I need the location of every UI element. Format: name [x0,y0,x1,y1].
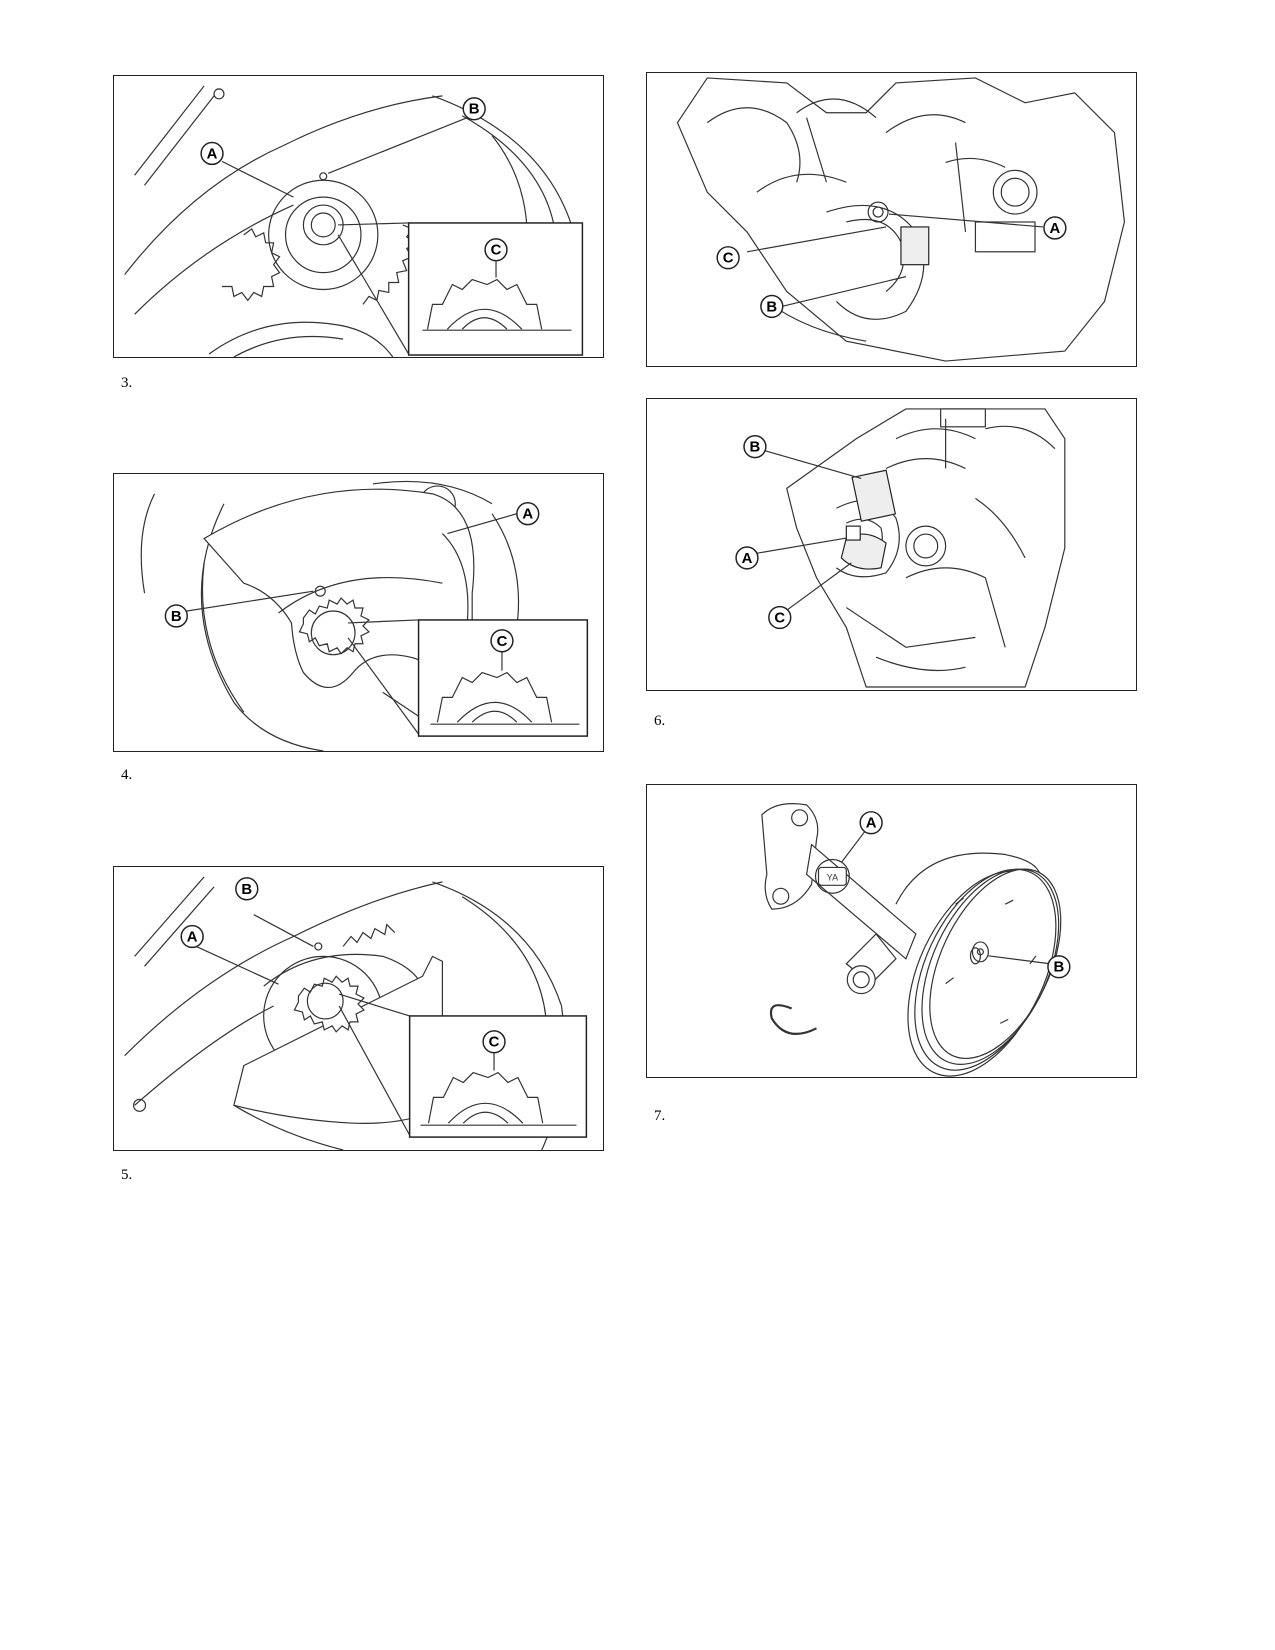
callout-a: A [1050,221,1061,237]
callout-b: B [766,299,777,315]
callout-b: B [241,882,252,898]
callout-a: A [522,507,533,523]
figure-7-caption: 7. [654,1108,666,1124]
crankcase-tool-illustration-1: A B C [676,77,1126,362]
callout-c: C [497,634,508,650]
callout-c: C [723,251,734,267]
callout-a: A [207,146,218,162]
callout-b: B [750,440,761,456]
svg-text:YA: YA [827,872,838,882]
timing-tool-gear-illustration: A B C [124,876,588,1150]
figure-3-caption: 3. [121,375,133,391]
figure-4-caption: 4. [121,767,133,783]
callout-b: B [469,102,480,118]
gear-timing-illustration: A B C [124,85,584,357]
callout-c: C [491,243,502,259]
figure-5: A B C [113,866,604,1151]
figure-5-caption: 5. [121,1167,133,1183]
figure-6-caption: 6. [654,713,666,729]
callout-c: C [489,1035,500,1051]
callout-b: B [1053,960,1064,976]
figure-6a: A B C [646,72,1137,367]
figure-3: A B C [113,75,604,358]
piston-rod-illustration: YA A B [761,803,1071,1077]
callout-a: A [742,551,753,567]
callout-a: A [866,816,877,832]
figure-4: A B C [113,473,604,752]
figure-6b: B A C [646,398,1137,691]
crankcase-tool-illustration-2: B A C [735,408,1066,688]
callout-a: A [187,929,198,945]
timing-tool-illustration: A B C [140,480,589,751]
figure-7: YA A B [646,784,1137,1078]
callout-c: C [774,610,785,626]
callout-b: B [171,609,182,625]
